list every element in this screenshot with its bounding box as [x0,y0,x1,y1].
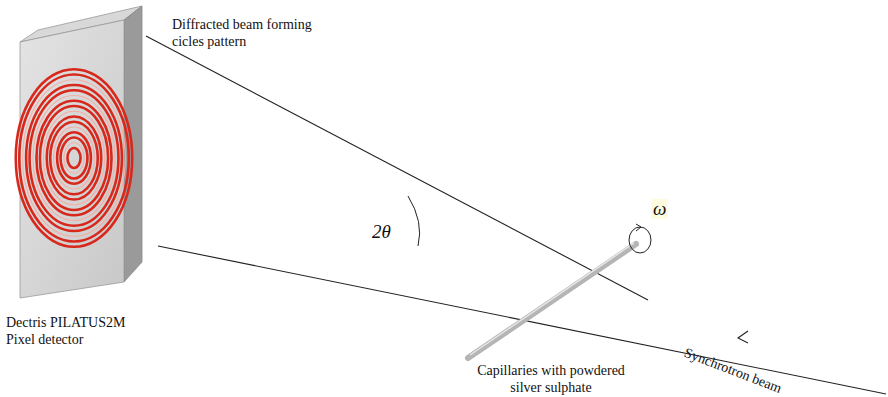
detector-label: Dectris PILATUS2M Pixel detector [6,314,156,348]
ring [19,75,129,242]
ring [64,143,84,174]
detector-face [20,20,124,298]
detector-side [124,6,142,282]
ring [40,106,108,210]
angle-label: 2θ [370,222,393,242]
capillary-label: Capillaries with powdered silver sulphat… [466,362,636,396]
ring [47,117,101,200]
ring [36,101,111,216]
rotation-label: ω [651,199,668,219]
ring [23,80,126,237]
ring [33,96,115,221]
ring [50,122,98,195]
ring [16,69,132,247]
ring [57,132,91,184]
ring [54,127,95,189]
ring [61,138,88,179]
angle-arc [408,196,420,246]
diffracted-beam [146,36,648,300]
ring [30,90,119,226]
beam-arrowhead [738,331,748,343]
diffraction-rings [16,69,132,247]
rotation-arrow [636,224,641,231]
ring [67,148,80,168]
ring [26,85,122,231]
ring [43,111,104,205]
capillary [468,244,636,358]
pattern-label: Diffracted beam forming cicles pattern [172,16,322,50]
beam-label: Synchrotron beam [682,344,837,397]
capillary-highlight [470,243,634,355]
rotation-circle [629,227,651,253]
